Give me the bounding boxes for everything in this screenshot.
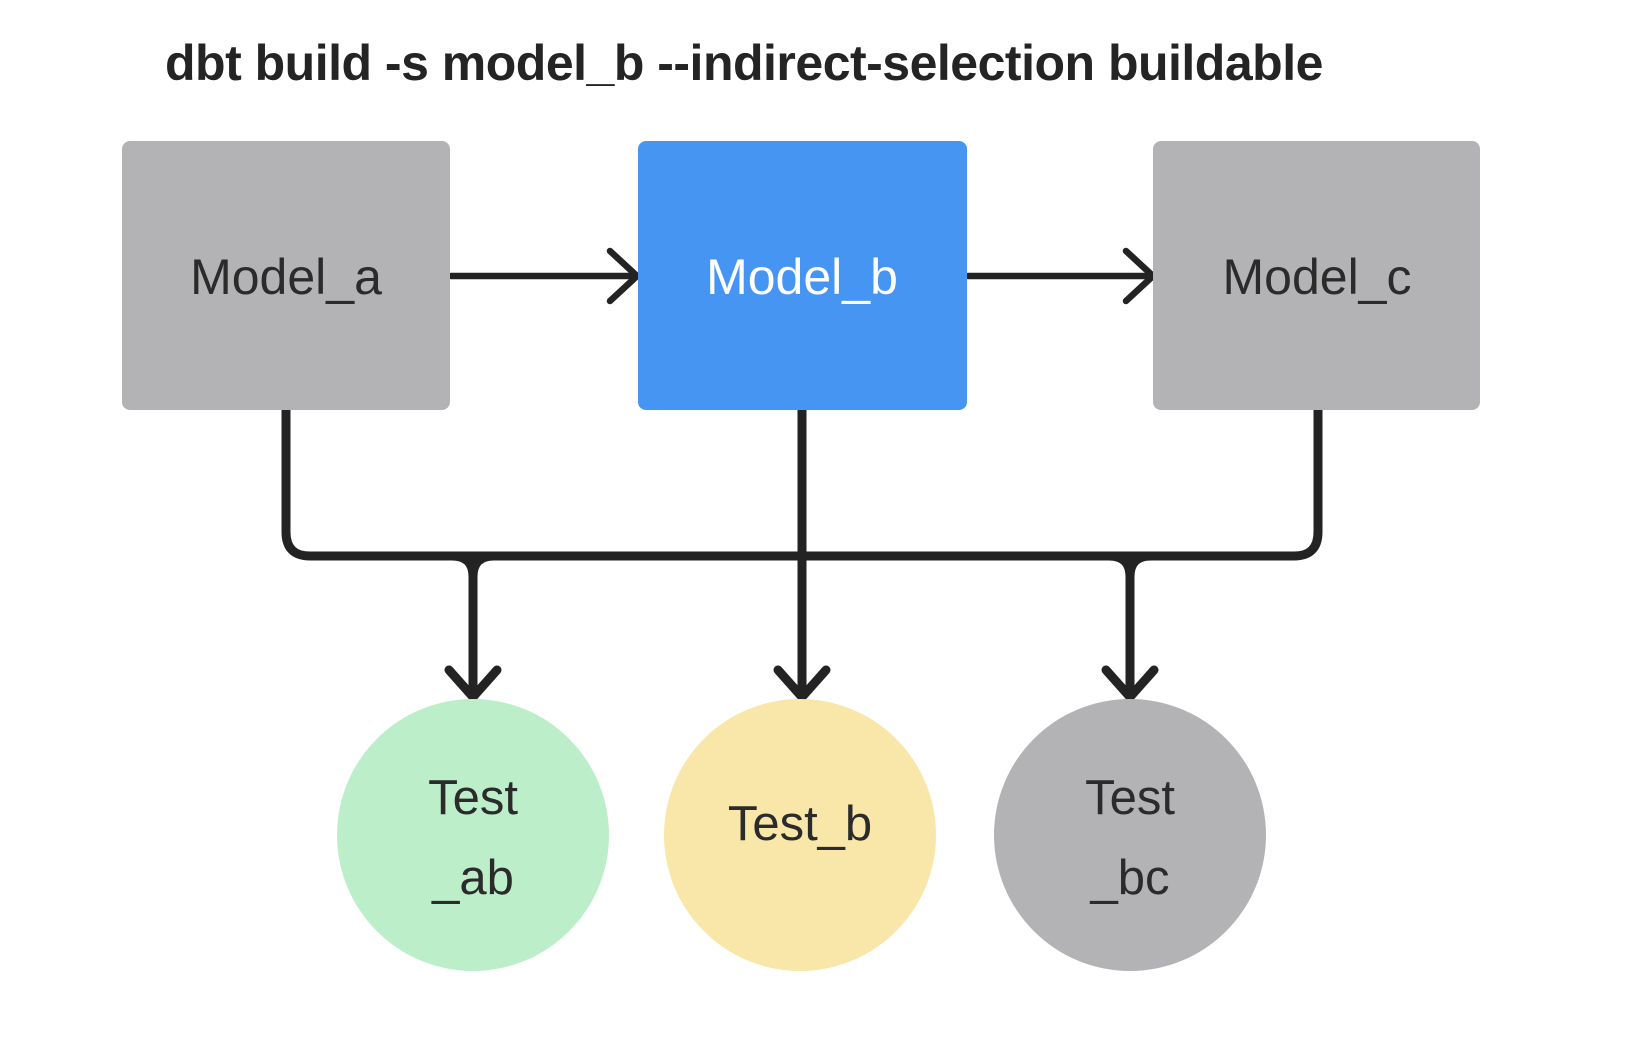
node-model-b: Model_b [638, 141, 967, 410]
node-model-c: Model_c [1153, 141, 1480, 410]
test-ab-label-line2: _ab [431, 851, 514, 905]
test-bc-label-line2: _bc [1089, 851, 1169, 905]
model-c-label: Model_c [1223, 249, 1412, 305]
model-b-box [638, 141, 967, 410]
test-ab-circle [337, 699, 609, 971]
arrowhead-test-bc-icon [1101, 665, 1159, 702]
model-c-box [1153, 141, 1480, 410]
test-bc-label-line1: Test [1085, 771, 1175, 825]
test-ab-label-line1: Test [428, 771, 518, 825]
arrowhead-model-b-icon [606, 247, 641, 305]
arrowhead-test-b-icon [773, 665, 831, 702]
node-test-bc: Test _bc [994, 699, 1266, 971]
node-test-b: Test_b [664, 699, 936, 971]
test-bc-circle [994, 699, 1266, 971]
node-model-a: Model_a [122, 141, 450, 410]
node-test-ab: Test _ab [337, 699, 609, 971]
model-b-label: Model_b [706, 249, 898, 305]
test-b-label-line1: Test_b [728, 797, 872, 851]
test-b-label: Test_b [728, 797, 872, 851]
test-bc-label: Test _bc [1085, 771, 1175, 905]
arrowhead-test-ab-icon [444, 665, 502, 702]
test-b-circle [664, 699, 936, 971]
edges-group [281, 247, 1323, 702]
test-ab-label: Test _ab [428, 771, 518, 905]
model-a-label: Model_a [190, 249, 382, 305]
diagram-title: dbt build -s model_b --indirect-selectio… [165, 35, 1323, 91]
model-a-box [122, 141, 450, 410]
